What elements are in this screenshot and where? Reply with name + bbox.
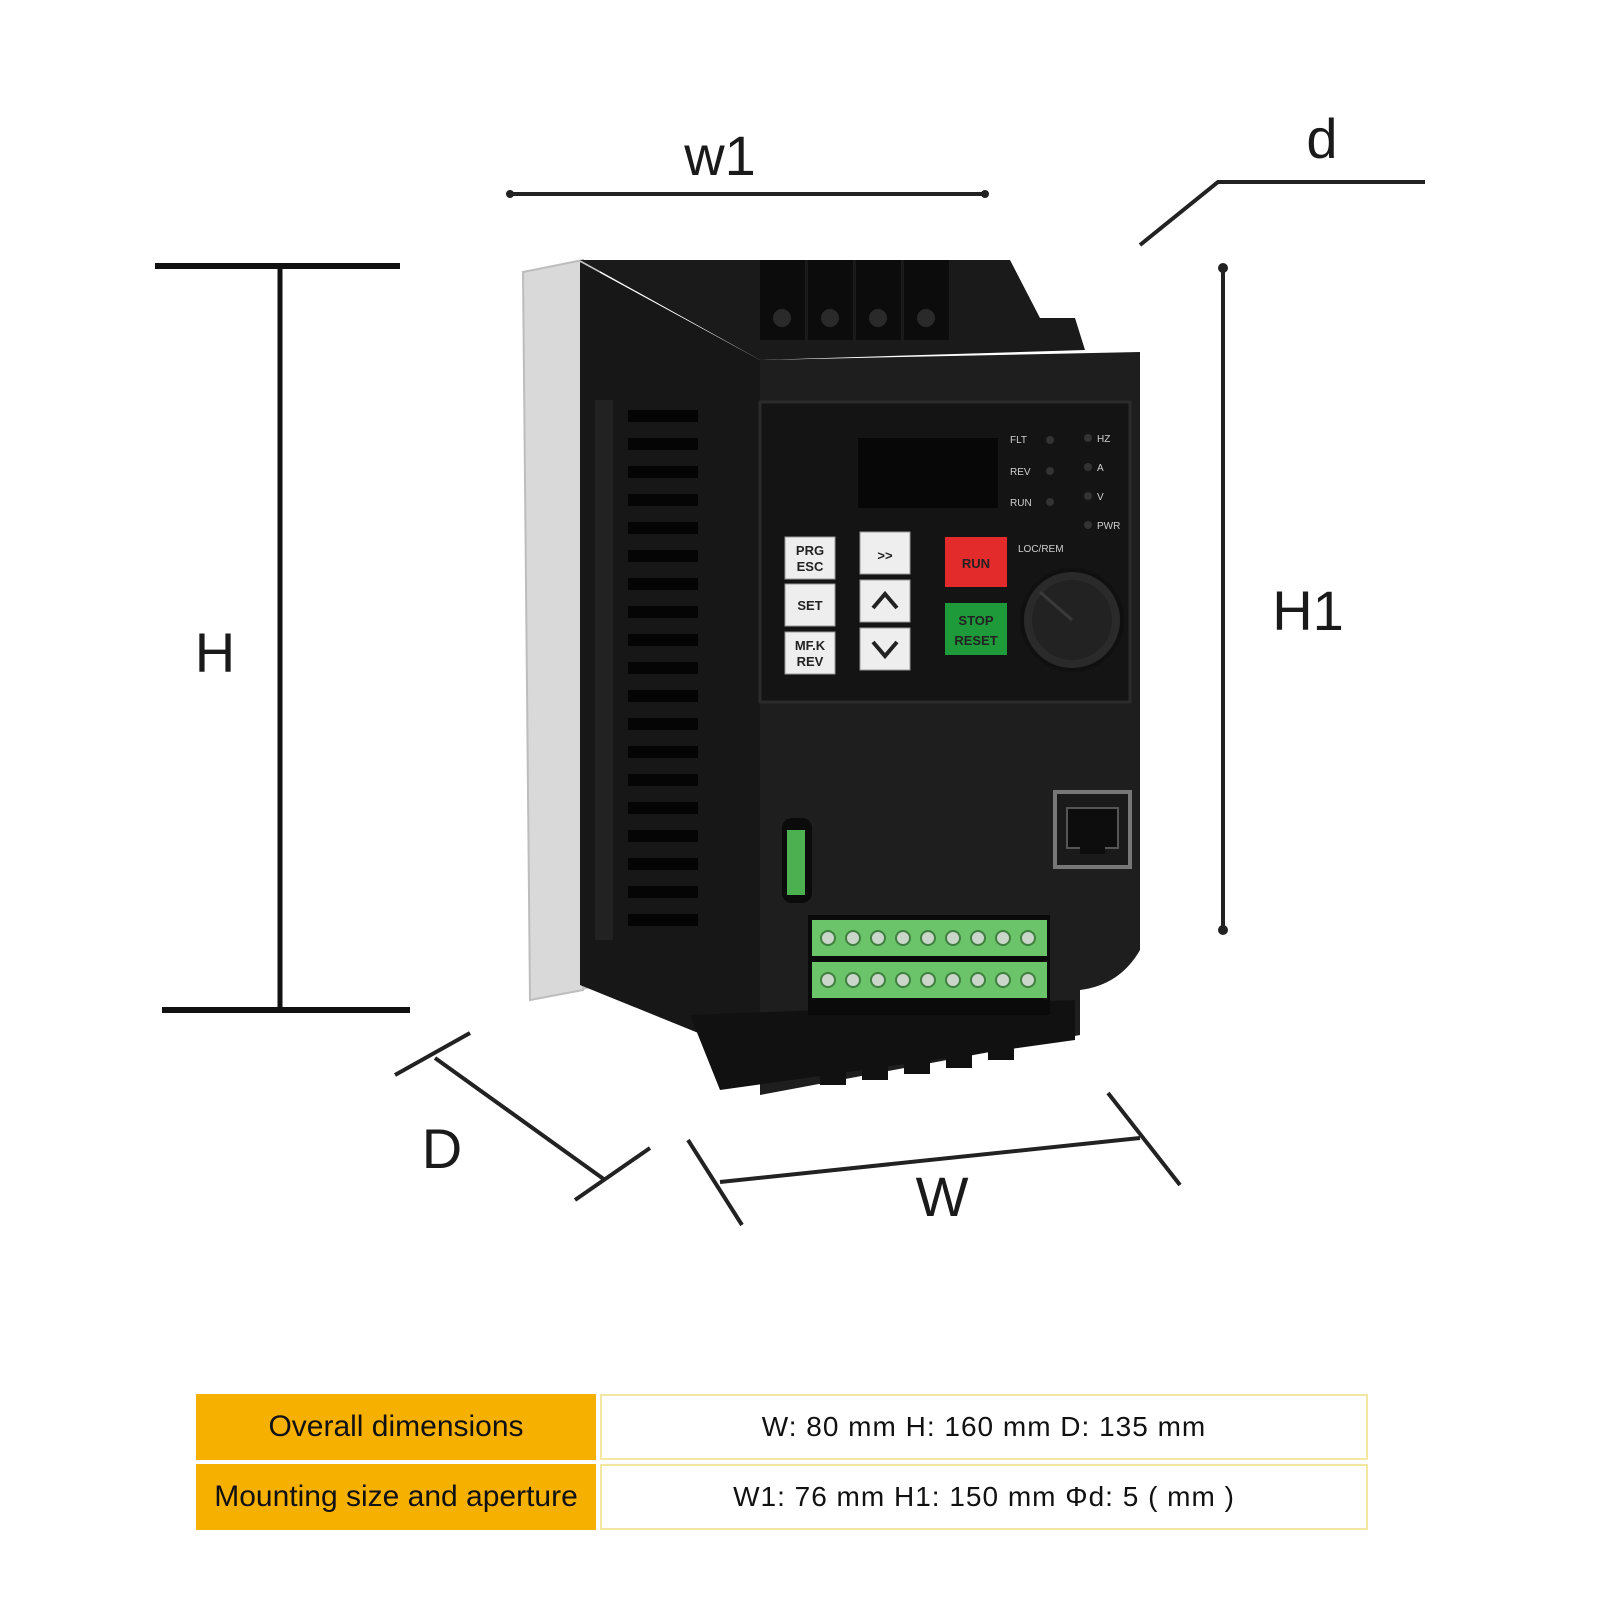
row-label-overall: Overall dimensions (196, 1394, 596, 1460)
set-key[interactable]: SET (784, 583, 836, 627)
speed-knob[interactable] (1020, 568, 1124, 672)
svg-text:REV: REV (797, 654, 824, 669)
led-label-rev: REV (1010, 467, 1031, 478)
svg-text:SET: SET (797, 598, 822, 613)
dimension-H1: H1 (1218, 263, 1344, 935)
shift-key[interactable]: >> (859, 531, 911, 575)
loc-rem-label: LOC/REM (1018, 544, 1064, 555)
table-row: Mounting size and aperture W1: 76 mm H1:… (196, 1464, 1368, 1530)
label-W: W (916, 1165, 969, 1228)
mf-rev-key[interactable]: MF.K REV (784, 631, 836, 675)
svg-text:STOP: STOP (958, 613, 993, 628)
svg-text:ESC: ESC (797, 559, 824, 574)
control-terminal-block (808, 915, 1050, 1015)
aux-terminal (782, 818, 812, 903)
inverter-device: FLT REV RUN HZ A V PWR LOC/REM PRG ESC S… (521, 258, 1140, 1095)
status-leds-right: HZ A V PWR (1084, 434, 1120, 532)
svg-text:RUN: RUN (962, 556, 990, 571)
dimension-W: W (686, 1091, 1182, 1228)
run-key[interactable]: RUN (945, 537, 1007, 587)
spec-table: Overall dimensions W: 80 mm H: 160 mm D:… (192, 1390, 1372, 1534)
side-vent-panel (580, 262, 760, 1058)
label-H: H (195, 621, 235, 684)
status-leds-left: FLT REV RUN (1010, 435, 1054, 509)
label-w1: w1 (683, 124, 756, 187)
row-value-overall: W: 80 mm H: 160 mm D: 135 mm (600, 1394, 1368, 1460)
row-label-mounting: Mounting size and aperture (196, 1464, 596, 1530)
side-mounting-plate (521, 258, 584, 1002)
dimension-H: H (155, 263, 410, 1013)
heatsink-fins (690, 1000, 1075, 1090)
led-label-v: V (1097, 492, 1104, 503)
led-label-flt: FLT (1010, 435, 1027, 446)
side-vents (595, 400, 698, 940)
table-row: Overall dimensions W: 80 mm H: 160 mm D:… (196, 1394, 1368, 1460)
prg-esc-key[interactable]: PRG ESC (784, 536, 836, 580)
up-key[interactable] (859, 579, 911, 623)
led-label-pwr: PWR (1097, 521, 1120, 532)
led-label-hz: HZ (1097, 434, 1110, 445)
down-arrow-icon (871, 640, 899, 660)
dimension-w1: w1 (506, 124, 989, 198)
dimension-d: d (1138, 107, 1425, 247)
svg-text:>>: >> (877, 548, 893, 563)
top-power-terminals (760, 260, 949, 340)
led-label-run: RUN (1010, 498, 1032, 509)
label-d: d (1306, 107, 1337, 170)
down-key[interactable] (859, 627, 911, 671)
rj45-port[interactable] (1053, 790, 1132, 869)
svg-text:RESET: RESET (954, 633, 997, 648)
led-display (858, 438, 998, 508)
up-arrow-icon (871, 590, 899, 610)
svg-text:MF.K: MF.K (795, 638, 826, 653)
dimension-D: D (394, 1031, 652, 1202)
stop-reset-key[interactable]: STOP RESET (945, 603, 1007, 655)
label-D: D (422, 1117, 462, 1180)
led-label-a: A (1097, 463, 1104, 474)
row-value-mounting: W1: 76 mm H1: 150 mm Φd: 5 ( mm ) (600, 1464, 1368, 1530)
label-H1: H1 (1272, 579, 1344, 642)
svg-text:PRG: PRG (796, 543, 824, 558)
